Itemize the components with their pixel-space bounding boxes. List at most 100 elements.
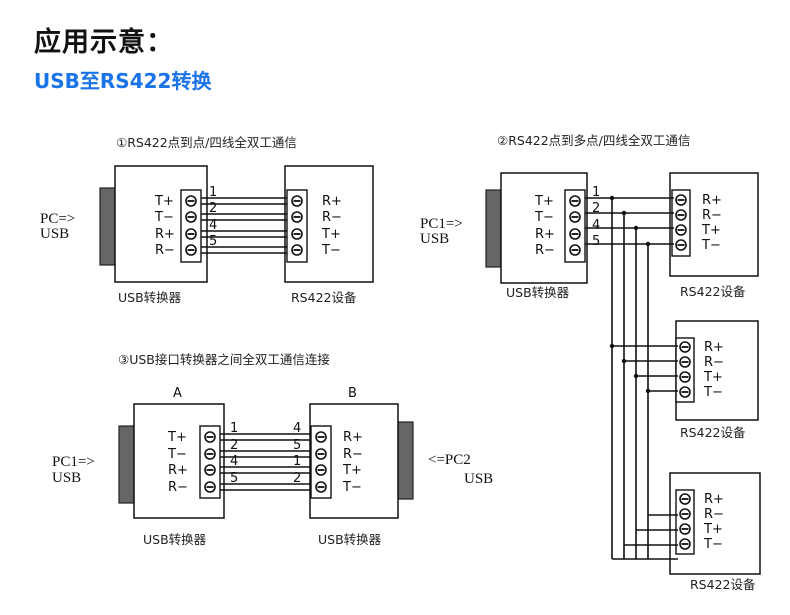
pin-label: T+	[321, 227, 341, 242]
converter-label: USB转换器	[143, 532, 207, 547]
screw-terminal-icon	[204, 431, 216, 443]
wires	[201, 197, 287, 254]
pin-label: T−	[321, 243, 341, 258]
wire-number: 1	[592, 185, 600, 200]
screw-terminal-icon	[204, 481, 216, 493]
device-label: RS422设备	[291, 290, 357, 305]
pin-label: R−	[322, 210, 342, 225]
label-b: B	[348, 386, 357, 401]
pin-label: R−	[343, 447, 363, 462]
pin-label: T−	[703, 537, 723, 552]
screw-terminal-icon	[675, 194, 687, 206]
pin-label: R−	[155, 243, 175, 258]
pin-label: R+	[168, 463, 188, 478]
caption-p2mp: ②RS422点到多点/四线全双工通信	[497, 133, 690, 148]
wire-number: 4	[209, 218, 217, 233]
wire-number: 5	[293, 438, 301, 453]
screw-terminal-icon	[315, 431, 327, 443]
pin-label: R−	[535, 243, 555, 258]
screw-terminal-icon	[185, 211, 197, 223]
label-a: A	[173, 386, 182, 401]
screw-terminal-icon	[291, 211, 303, 223]
host-label-pc1: PC1=>	[420, 216, 463, 232]
screw-terminal-icon	[569, 228, 581, 240]
host-label-pc1: PC1=>	[52, 454, 95, 470]
screw-terminal-icon	[204, 464, 216, 476]
pin-label: T+	[701, 223, 721, 238]
host-label-usb: USB	[52, 470, 81, 486]
screw-terminal-icon	[679, 371, 691, 383]
screw-terminal-icon	[291, 244, 303, 256]
pin-label: R+	[322, 194, 342, 209]
host-label-pc: PC=>	[40, 211, 75, 227]
device-terminal-block	[671, 189, 691, 257]
usb-plug	[485, 189, 502, 268]
pin-label: T−	[342, 480, 362, 495]
pin-label: T−	[154, 210, 174, 225]
usb-plug	[397, 421, 414, 500]
wire-number: 1	[230, 421, 238, 436]
screw-terminal-icon	[679, 493, 691, 505]
page-subtitle: USB至RS422转换	[34, 69, 212, 93]
pin-label: T−	[534, 210, 554, 225]
pin-label: T−	[703, 385, 723, 400]
junction-dots	[609, 195, 651, 394]
converter-terminal-block	[180, 189, 202, 263]
pin-label: T−	[701, 238, 721, 253]
wire-number: 5	[230, 471, 238, 486]
caption-p2p: ①RS422点到点/四线全双工通信	[116, 135, 297, 150]
screw-terminal-icon	[185, 244, 197, 256]
screw-terminal-icon	[291, 228, 303, 240]
pin-label: T−	[167, 447, 187, 462]
host-label-usb: USB	[420, 231, 449, 247]
pin-label: R−	[702, 208, 722, 223]
wires	[220, 433, 311, 491]
converter-terminal-block	[199, 425, 221, 499]
screw-terminal-icon	[679, 356, 691, 368]
wire-number: 2	[592, 201, 600, 216]
wire-number: 2	[230, 438, 238, 453]
converter-label: USB转换器	[118, 290, 182, 305]
host-label-usb: USB	[40, 226, 69, 242]
pin-label: T+	[703, 522, 723, 537]
page-title: 应用示意：	[34, 27, 174, 58]
screw-terminal-icon	[679, 341, 691, 353]
screw-terminal-icon	[291, 195, 303, 207]
screw-terminal-icon	[185, 228, 197, 240]
pin-label: R+	[155, 227, 175, 242]
wire-number: 2	[209, 201, 217, 216]
device-terminal-block	[675, 337, 695, 403]
pin-label: T+	[703, 370, 723, 385]
bus-wires	[585, 197, 678, 560]
pin-label: R−	[704, 507, 724, 522]
screw-terminal-icon	[185, 195, 197, 207]
wire-number: 2	[293, 471, 301, 486]
pin-label: R−	[704, 355, 724, 370]
screw-terminal-icon	[679, 508, 691, 520]
pin-label: T+	[167, 430, 187, 445]
diagram-usb-to-usb: ③USB接口转换器之间全双工通信连接 A B PC1=> USB <=PC2 U…	[52, 352, 493, 547]
screw-terminal-icon	[675, 239, 687, 251]
diagram-point-to-point: ①RS422点到点/四线全双工通信 PC=> USB T+ T− R+ R− R…	[40, 135, 374, 305]
converter-label: USB转换器	[506, 285, 570, 300]
screw-terminal-icon	[675, 224, 687, 236]
host-label-usb: USB	[464, 471, 493, 487]
screw-terminal-icon	[315, 464, 327, 476]
diagram-point-to-multipoint: ②RS422点到多点/四线全双工通信 PC1=> USB T+ T− R+ R−…	[420, 133, 761, 592]
converter-label: USB转换器	[318, 532, 382, 547]
converter-terminal-block	[564, 189, 586, 263]
device-label: RS422设备	[680, 284, 746, 299]
converter-terminal-block	[310, 425, 332, 499]
device-terminal-block	[675, 489, 695, 555]
screw-terminal-icon	[204, 448, 216, 460]
device-label: RS422设备	[680, 425, 746, 440]
pin-label: T+	[342, 463, 362, 478]
pin-label: R+	[704, 492, 724, 507]
screw-terminal-icon	[679, 538, 691, 550]
host-label-pc2: <=PC2	[428, 452, 471, 468]
device-label: RS422设备	[690, 577, 756, 592]
usb-plug	[99, 187, 116, 266]
pin-label: T+	[534, 194, 554, 209]
caption-usb2usb: ③USB接口转换器之间全双工通信连接	[118, 352, 330, 367]
